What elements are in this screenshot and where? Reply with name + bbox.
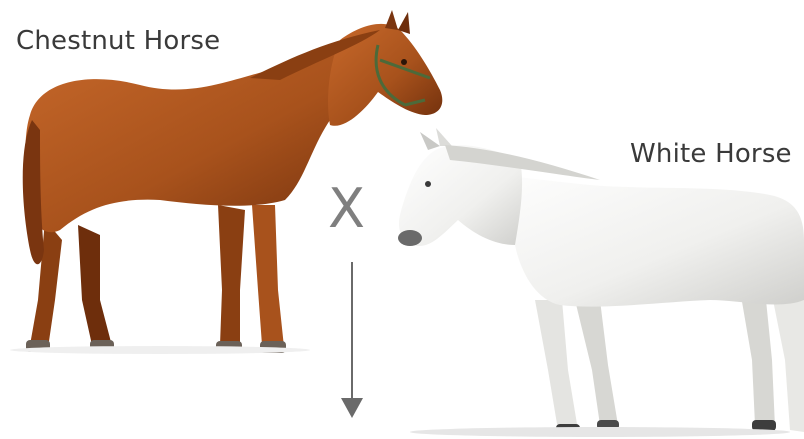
white-horse-leg [535, 300, 578, 430]
chestnut-horse [23, 10, 443, 353]
down-arrow-icon [341, 262, 363, 418]
chestnut-horse-leg [218, 205, 245, 348]
chestnut-horse-ear [385, 10, 398, 30]
white-horse [398, 128, 804, 435]
chestnut-horse-leg [252, 205, 284, 347]
white-horse-leg [575, 300, 618, 425]
white-horse-leg [770, 285, 804, 432]
ground-shadow [10, 346, 790, 437]
chestnut-horse-eye [401, 59, 407, 65]
chestnut-horse-leg [78, 225, 112, 346]
white-horse-eye [425, 181, 431, 187]
white-horse-leg [740, 290, 775, 427]
white-horse-ear [420, 132, 440, 150]
white-horse-muzzle [398, 230, 422, 246]
white-horse-ear [436, 128, 452, 146]
